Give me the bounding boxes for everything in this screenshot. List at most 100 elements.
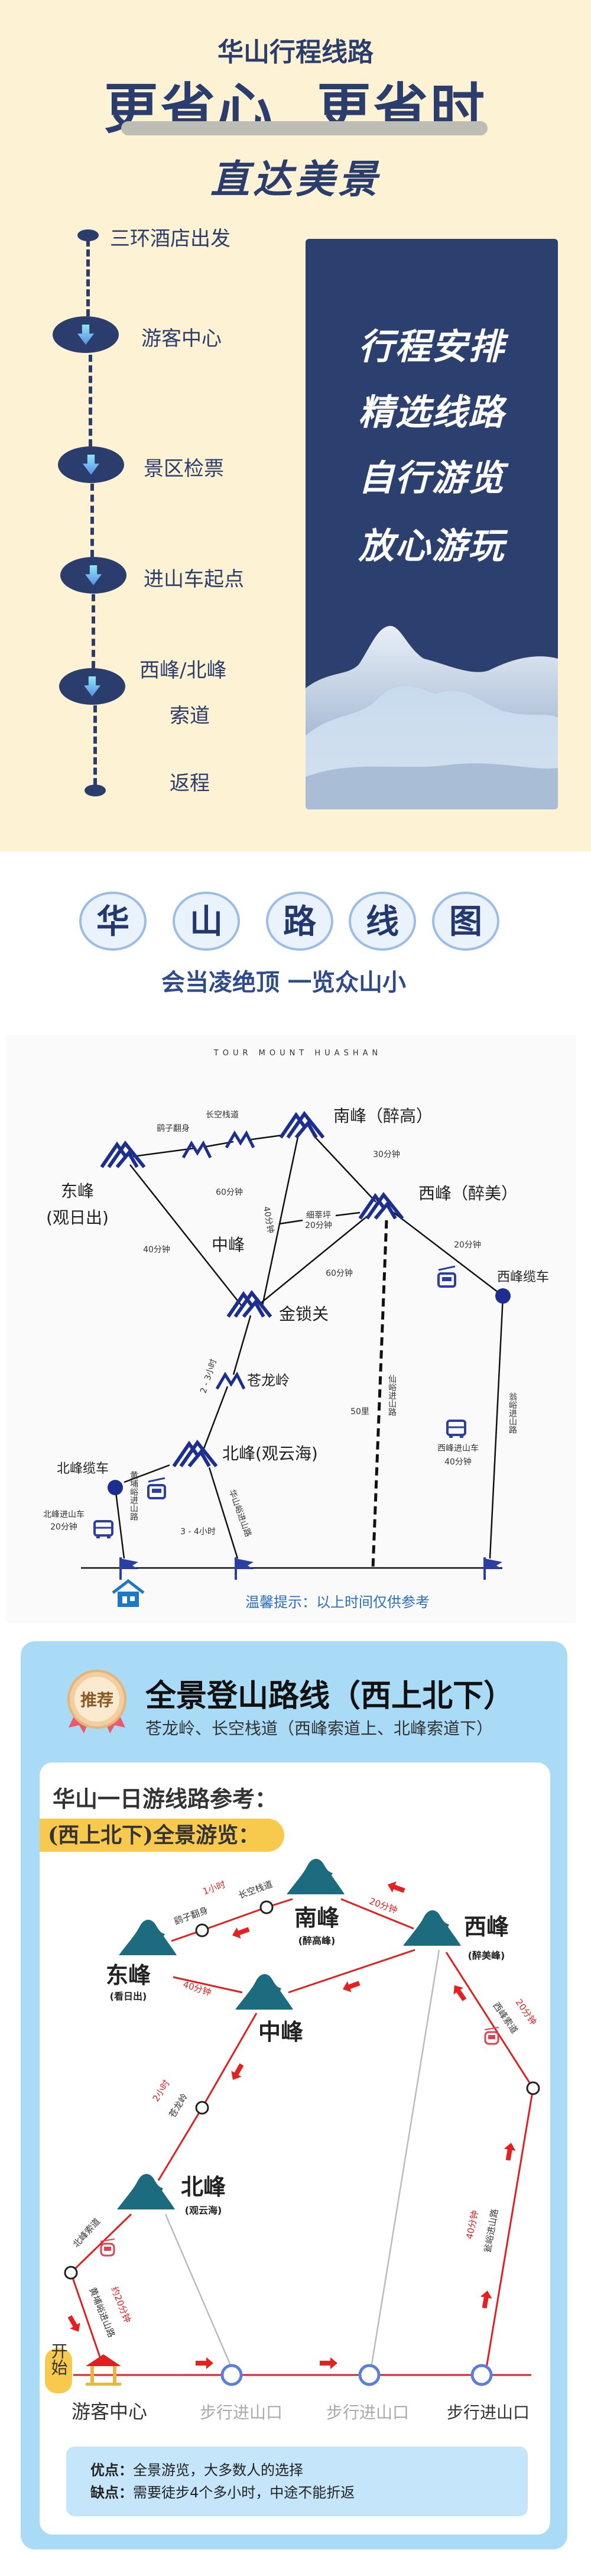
time-label: 40分钟 bbox=[444, 1457, 472, 1467]
peak-label-north: 北峰(观云海) bbox=[222, 1444, 318, 1463]
map-routes bbox=[81, 1134, 504, 1569]
arrow-down-icon bbox=[83, 455, 99, 475]
pros-cons-box: 优点：全景游览，大多数人的选择 缺点：需要徒步4个多小时，中途不能折返 bbox=[66, 2447, 528, 2516]
west-cable-label: 西峰缆车 bbox=[497, 1270, 549, 1285]
peak-label-canglongling: 苍龙岭 bbox=[247, 1372, 290, 1389]
timeline-dash bbox=[90, 484, 95, 557]
time-label: 40分钟 bbox=[143, 1245, 170, 1255]
huashan-route-map: 华 山 路 线 图 会当凌绝顶 一览众山小 TOUR MOUNT HUASHAN bbox=[6, 892, 576, 1623]
itinerary-section: 华山行程线路 更省心 更省时 直达美景 三环酒店出发 游客中心 景区检票 进山车… bbox=[0, 0, 591, 851]
peak-icon bbox=[287, 1859, 345, 1894]
peak-label-east: 东峰 bbox=[61, 1181, 94, 1201]
peak-icon bbox=[119, 1920, 177, 1955]
header-subtitle: 直达美景 bbox=[210, 157, 381, 202]
recommend-badge: 推荐 bbox=[64, 1668, 130, 1735]
divider-bar bbox=[121, 121, 488, 135]
timeline-step-label: 游客中心 bbox=[141, 327, 222, 351]
waypoints bbox=[64, 1900, 540, 2280]
changkong-label: 长空栈道 bbox=[206, 1110, 239, 1120]
route-time: 20分钟 bbox=[514, 1997, 539, 2027]
cons-label: 缺点： bbox=[90, 2484, 133, 2501]
bus-label: 北峰进山车 bbox=[43, 1509, 85, 1519]
visitor-center-house-icon bbox=[112, 1579, 145, 1607]
road-label: 仙峪进山路 bbox=[387, 1375, 397, 1416]
west-cable-station-dot bbox=[495, 1288, 511, 1304]
time-label: 60分钟 bbox=[216, 1187, 243, 1197]
heading-char: 路 bbox=[283, 903, 317, 941]
peak-middle: 中峰 bbox=[258, 2019, 303, 2045]
timeline-step-label: 西峰/北峰 bbox=[139, 659, 227, 682]
peak-icon bbox=[235, 1974, 293, 2010]
recommend-subtitle: 苍龙岭、长空栈道（西峰索道上、北峰索道下） bbox=[145, 1719, 493, 1738]
peak-label-south: 南峰（醉高） bbox=[333, 1106, 433, 1126]
route-time: 1小时 bbox=[202, 1879, 227, 1897]
feature-box: 行程安排 精选线路 自行游览 放心游玩 bbox=[306, 239, 558, 809]
north-cable-station-dot bbox=[108, 1480, 123, 1495]
badge-label: 推荐 bbox=[80, 1690, 113, 1710]
time-label: 20分钟 bbox=[454, 1240, 481, 1250]
visitor-center-label: 游客中心 bbox=[72, 2400, 147, 2423]
cable-car-icon bbox=[99, 2238, 116, 2257]
timeline-step-label: 景区检票 bbox=[144, 457, 224, 481]
bus-label: 西峰进山车 bbox=[437, 1443, 479, 1453]
timeline-step-icon bbox=[53, 316, 119, 353]
yaozi-label: 鹞子翻身 bbox=[157, 1123, 190, 1133]
peak-north-sub: (观云海) bbox=[185, 2205, 222, 2216]
feature-line: 行程安排 bbox=[358, 326, 505, 368]
mountains-illustration bbox=[306, 626, 558, 809]
map-heading: 华 山 路 线 图 bbox=[79, 892, 499, 951]
feature-line: 放心游玩 bbox=[358, 526, 505, 567]
cons-row: 缺点：需要徒步4个多小时，中途不能折返 bbox=[90, 2481, 355, 2502]
heading-char: 图 bbox=[449, 903, 482, 941]
time-label: 3 - 4小时 bbox=[180, 1527, 216, 1537]
road-label: 翁峪进山路 bbox=[508, 1392, 517, 1434]
arrow-down-icon bbox=[77, 325, 94, 345]
pros-row: 优点：全景游览，大多数人的选择 bbox=[90, 2458, 303, 2479]
timeline-step-label: 进山车起点 bbox=[144, 568, 244, 591]
time-label: 20分钟 bbox=[50, 1522, 77, 1532]
peak-south-sub: (醉高峰) bbox=[298, 1935, 336, 1946]
xishen-label: 细莘坪 bbox=[306, 1210, 331, 1220]
header-title-small: 华山行程线路 bbox=[217, 37, 374, 67]
distance-label: 50里 bbox=[350, 1407, 369, 1417]
peak-label-jinsuoguan: 金锁关 bbox=[279, 1304, 329, 1324]
timeline-dash bbox=[92, 594, 96, 668]
entrance-markers bbox=[220, 2364, 493, 2386]
timeline-start-label: 三环酒店出发 bbox=[110, 227, 230, 251]
pros-label: 优点： bbox=[90, 2462, 133, 2478]
peak-west-sub: (醉美峰) bbox=[468, 1950, 505, 1961]
pavilion-icon bbox=[86, 2354, 121, 2386]
waypoint-label: 北峰索道 bbox=[71, 2216, 103, 2250]
peak-east: 东峰 bbox=[106, 1962, 151, 1988]
timeline-step-label: 索道 bbox=[170, 704, 210, 728]
road-label: 黄埔峪进山路 bbox=[129, 1470, 138, 1521]
waypoint-label: 苍龙岭 bbox=[167, 2091, 190, 2120]
timeline-dash bbox=[86, 239, 91, 316]
route-pill: (西上北下)全景游览： bbox=[40, 1819, 284, 1852]
entrance-label: 步行进山口 bbox=[447, 2403, 530, 2422]
cons-text: 需要徒步4个多小时，中途不能折返 bbox=[133, 2484, 355, 2501]
start-label: 开始 bbox=[49, 2342, 69, 2376]
heading-char: 山 bbox=[190, 903, 223, 941]
start-pill bbox=[45, 2348, 72, 2393]
timeline-end-label: 返程 bbox=[170, 772, 210, 795]
time-label: 60分钟 bbox=[326, 1268, 353, 1278]
map-tip: 温馨提示：以上时间仅供参考 bbox=[245, 1594, 430, 1611]
arrow-down-icon bbox=[85, 565, 102, 585]
timeline-dash bbox=[93, 705, 98, 785]
heading-char: 线 bbox=[366, 903, 399, 941]
peak-west: 西峰 bbox=[464, 1914, 509, 1940]
peak-label-middle: 中峰 bbox=[212, 1235, 245, 1255]
panorama-route-diagram: 开始 南峰 (醉高峰) 西峰 (醉美峰) 东峰 (看日出) 中峰 北峰 (观云海… bbox=[45, 1859, 540, 2423]
recommend-title: 全景登山路线（西上北下） bbox=[145, 1679, 515, 1714]
peak-icon bbox=[117, 2174, 175, 2209]
heading-char: 华 bbox=[96, 903, 129, 941]
route-ref-title: 华山一日游线路参考： bbox=[53, 1786, 278, 1812]
peak-label-east-sub: (观日出) bbox=[46, 1208, 109, 1227]
entrance-label: 步行进山口 bbox=[200, 2403, 282, 2422]
route-time: 约20分钟 bbox=[109, 2285, 133, 2324]
peak-label-west: 西峰（醉美） bbox=[418, 1184, 518, 1203]
timeline-start-dot bbox=[77, 229, 99, 241]
waypoint-label: 鹞子翻身 bbox=[173, 1905, 210, 1927]
waypoint-label: 长空栈道 bbox=[237, 1879, 274, 1901]
